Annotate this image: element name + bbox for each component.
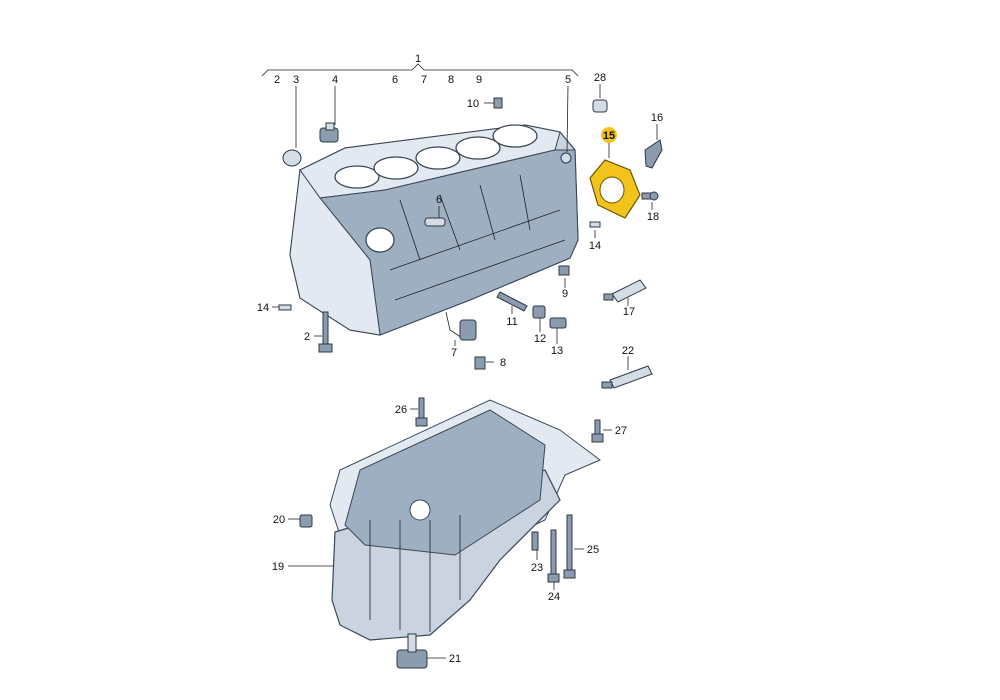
callout-24: 24 (548, 591, 560, 603)
callout-15-highlighted: 15 (601, 127, 617, 143)
callout-27: 27 (615, 425, 627, 437)
callout-labels: 1 2 3 4 6 7 8 9 5 28 10 16 15 18 14 6 9 … (257, 53, 663, 665)
callout-4: 4 (332, 74, 338, 86)
part-17-sealant-tube (603, 279, 647, 303)
leader-lines (272, 84, 658, 659)
callout-9: 9 (562, 288, 568, 300)
callout-2: 2 (304, 331, 310, 343)
part-5-plug (560, 152, 572, 164)
callout-3: 3 (293, 74, 299, 86)
callout-13: 13 (551, 345, 563, 357)
part-13-valve (549, 317, 567, 329)
part-14-pin-right (589, 221, 601, 228)
callout-11: 11 (506, 316, 517, 328)
part-6-pin-center (424, 217, 446, 227)
group-1-bracket (261, 63, 579, 77)
part-3-plug (282, 149, 302, 167)
part-9-plug-right (558, 265, 570, 276)
callout-20: 20 (273, 514, 285, 526)
callout-23: 23 (531, 562, 543, 574)
part-10-plug (493, 97, 503, 109)
oil-pan (329, 399, 601, 641)
part-28-cap (592, 99, 608, 113)
callout-9: 9 (476, 74, 482, 86)
part-8-bolt (474, 356, 486, 370)
callout-6: 6 (392, 74, 398, 86)
part-26-bolt (415, 397, 428, 427)
callout-21: 21 (449, 653, 461, 665)
callout-8: 8 (500, 357, 506, 369)
callout-28: 28 (594, 72, 606, 84)
engine-block (289, 124, 579, 336)
callout-7: 7 (421, 74, 427, 86)
callout-15: 15 (603, 130, 615, 142)
callout-26: 26 (395, 404, 407, 416)
callout-22: 22 (622, 345, 634, 357)
callout-25: 25 (587, 544, 599, 556)
part-15-seal-flange (589, 159, 641, 219)
callout-6: 6 (436, 194, 442, 206)
callout-1: 1 (415, 53, 421, 65)
callout-5: 5 (565, 74, 571, 86)
callout-8: 8 (448, 74, 454, 86)
callout-16: 16 (651, 112, 663, 124)
part-27-bolt (591, 419, 604, 443)
callout-17: 17 (623, 306, 635, 318)
part-20-plug (299, 514, 313, 528)
callout-10: 10 (467, 98, 479, 110)
part-21-sender (396, 633, 428, 669)
part-23-bolt (531, 531, 539, 551)
part-11-jet (496, 291, 528, 312)
part-7-oil-jet (445, 311, 477, 341)
callout-19: 19 (272, 561, 284, 573)
part-16-bracket (644, 139, 663, 169)
part-4-sender (319, 122, 339, 143)
callout-14: 14 (589, 240, 601, 252)
callout-14: 14 (257, 302, 269, 314)
part-24-bolt (547, 529, 560, 583)
part-22-sealant-tube (601, 365, 653, 389)
callout-12: 12 (534, 333, 546, 345)
part-18-bolt (641, 191, 659, 201)
part-2-bolt (318, 311, 333, 353)
part-12-valve (532, 305, 546, 319)
callout-7: 7 (451, 347, 457, 359)
callout-18: 18 (647, 211, 659, 223)
part-25-stud (563, 514, 576, 579)
callout-2: 2 (274, 74, 280, 86)
part-14-pin-left (278, 304, 292, 311)
